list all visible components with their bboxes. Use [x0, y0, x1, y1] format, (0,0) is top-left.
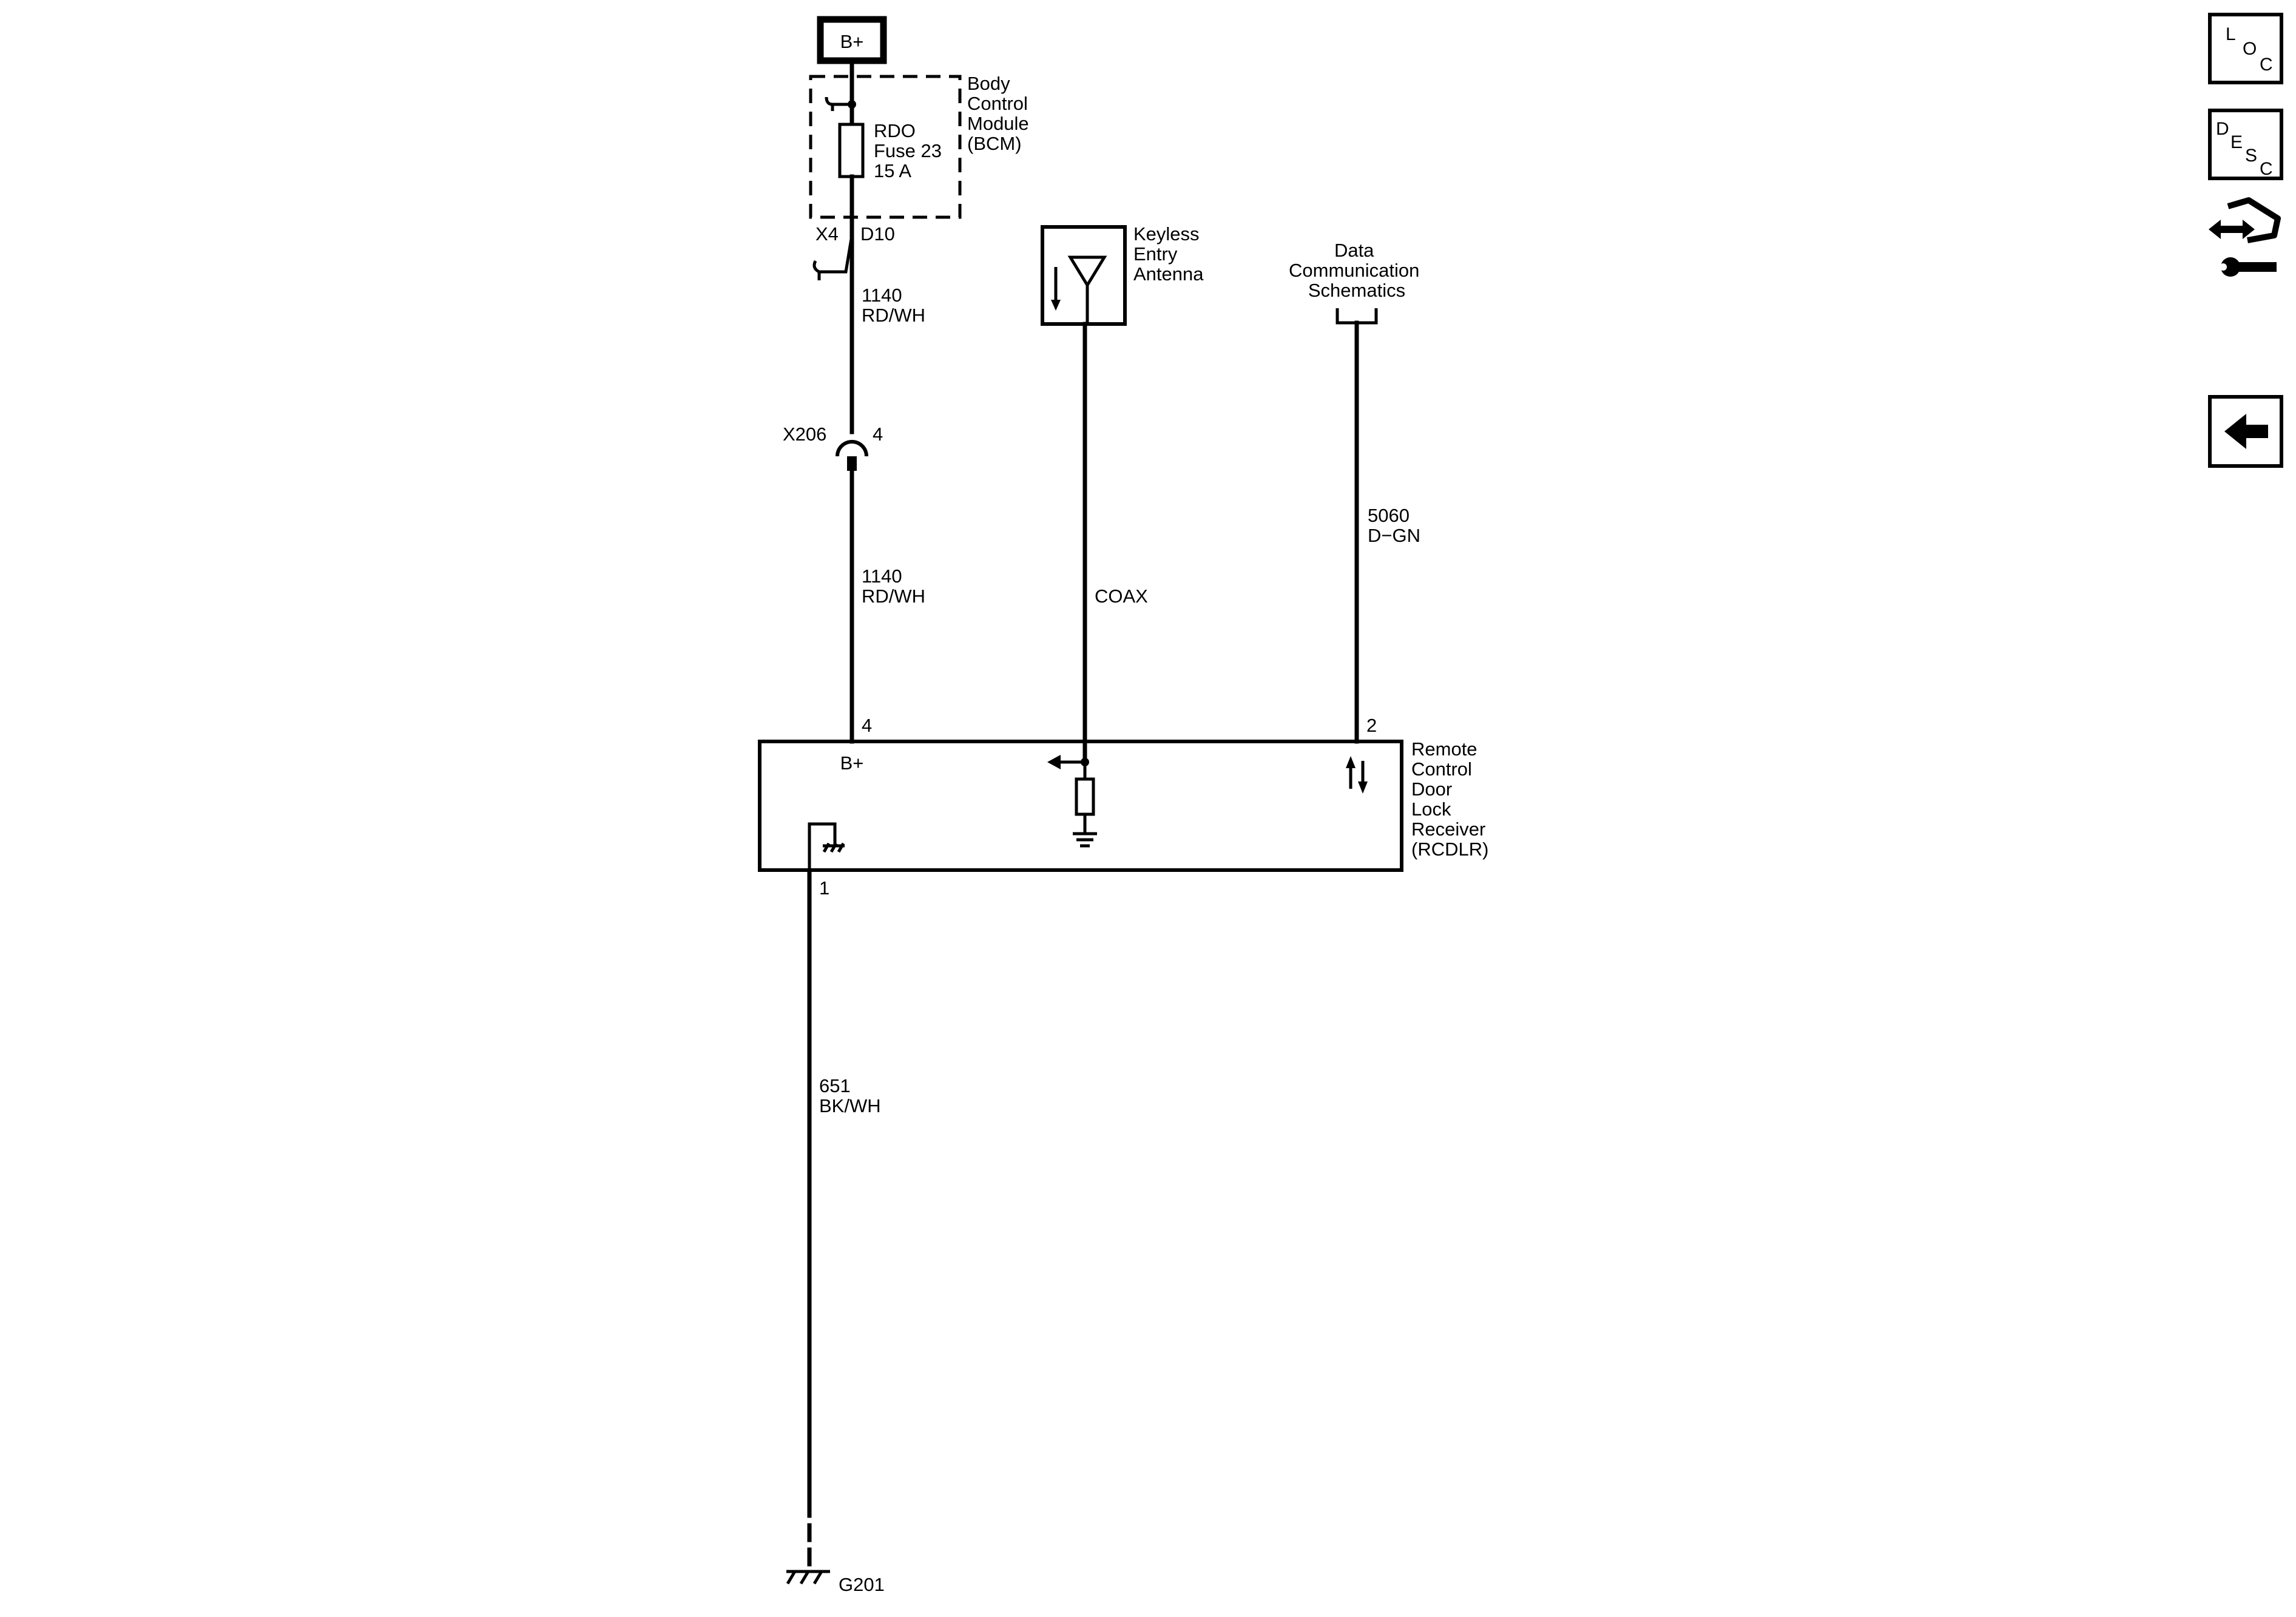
chassis-ground-icon	[1073, 832, 1097, 848]
svg-text:S: S	[2245, 146, 2257, 166]
bidirectional-data-icon	[1346, 756, 1368, 794]
data-communication-link: Data Communication Schematics	[1289, 240, 1425, 325]
power-source: B+	[817, 16, 887, 64]
rcdlr-power-label: B+	[840, 752, 864, 774]
wire-1140-lower-label: 1140 RD/WH	[862, 565, 925, 607]
svg-text:C: C	[2260, 55, 2273, 75]
back-button[interactable]	[2208, 395, 2283, 468]
ground-name: G201	[839, 1574, 885, 1595]
internal-ground-icon	[822, 842, 845, 853]
bcm-connector-name: X4	[815, 223, 839, 245]
back-arrow-icon	[2224, 414, 2268, 449]
description-button[interactable]: D E S C	[2208, 109, 2283, 180]
fuse-symbol	[838, 123, 865, 178]
coax-label: COAX	[1095, 586, 1148, 607]
bcm-connector: X4 D10	[812, 223, 895, 280]
wire-651-label: 651 BK/WH	[819, 1075, 881, 1116]
rcdlr-ground-pin: 1	[819, 877, 829, 899]
rcdlr-name: Remote Control Door Lock Receiver (RCDLR…	[1411, 738, 1491, 860]
wire-1140-upper-label: 1140 RD/WH	[862, 285, 925, 326]
svg-text:C: C	[2260, 159, 2273, 179]
body-control-module: Body Control Module (BCM) RDO Fuse 23 15…	[809, 61, 1034, 227]
keyless-entry-antenna: Keyless Entry Antenna	[1041, 223, 1204, 326]
ground-g201: G201	[786, 1570, 885, 1595]
inline-connector-x206: X206 4	[783, 424, 883, 471]
rcdlr-power-pin: 4	[862, 715, 872, 736]
antenna-name: Keyless Entry Antenna	[1133, 223, 1204, 285]
inline-connector-pin: 4	[873, 424, 883, 445]
power-label: B+	[840, 31, 864, 52]
bcm-connector-pin: D10	[860, 223, 895, 245]
svg-text:O: O	[2243, 39, 2257, 59]
inline-connector-name: X206	[783, 424, 826, 445]
svg-text:L: L	[2226, 24, 2236, 44]
signal-arrow-icon	[1047, 755, 1061, 769]
svg-text:E: E	[2230, 132, 2243, 152]
svg-text:D: D	[2216, 119, 2229, 139]
wire-5060-label: 5060 D−GN	[1368, 505, 1420, 546]
fuse-label: RDO Fuse 23 15 A	[874, 120, 947, 181]
rcdlr-data-pin: 2	[1366, 715, 1377, 736]
location-button[interactable]: L O C	[2208, 13, 2283, 84]
bcm-name: Body Control Module (BCM)	[967, 73, 1034, 154]
connector-tool-icon[interactable]	[2209, 197, 2281, 277]
data-link-name: Data Communication Schematics	[1289, 240, 1425, 301]
remote-control-door-lock-receiver: Remote Control Door Lock Receiver (RCDLR…	[758, 715, 1491, 899]
resistor-symbol	[1075, 777, 1095, 816]
